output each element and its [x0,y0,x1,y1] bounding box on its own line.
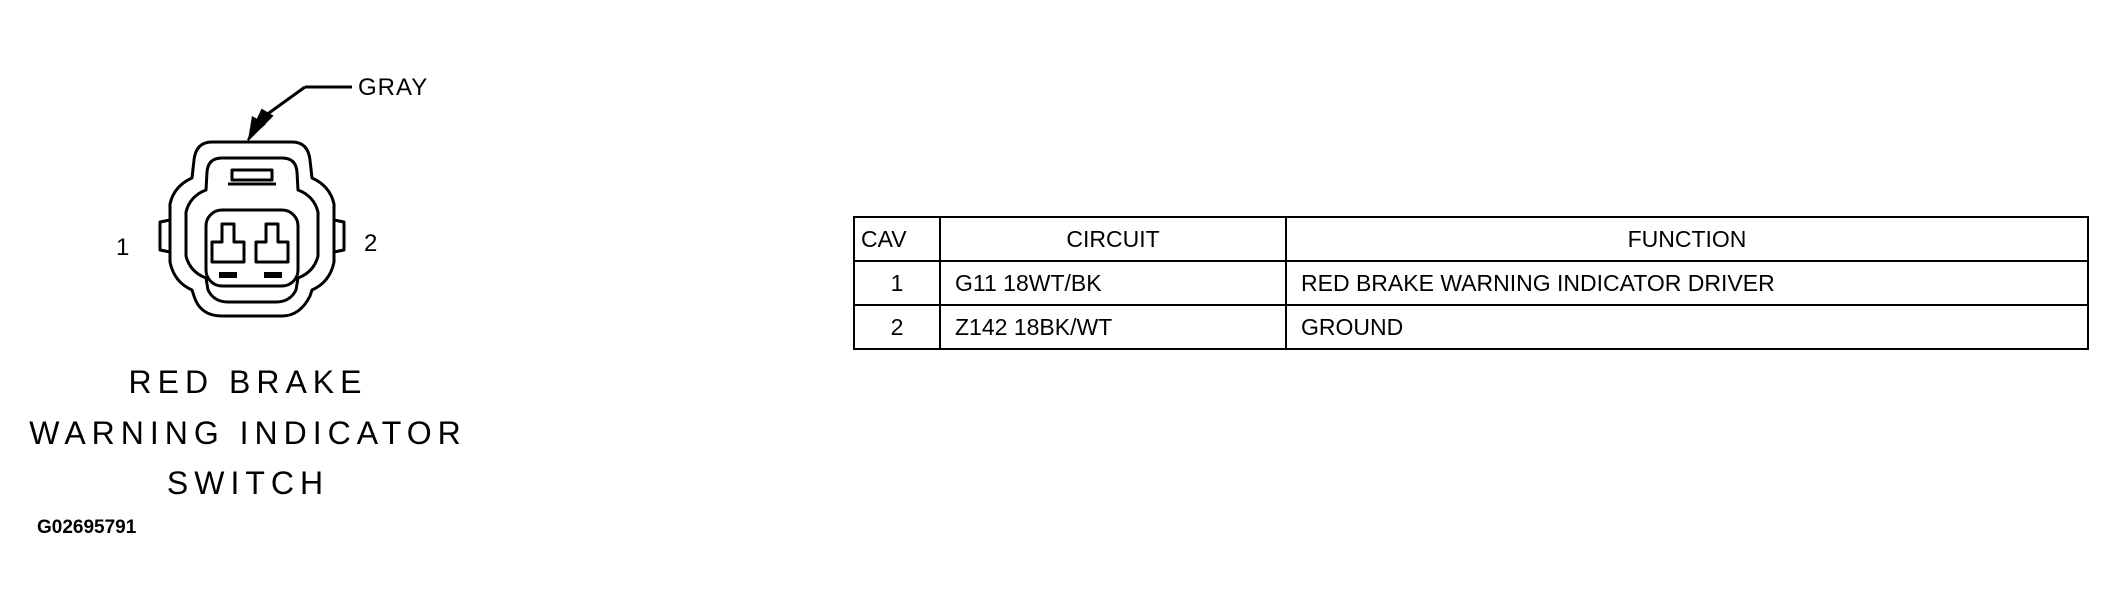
connector-latch [230,168,274,182]
cell-cav: 2 [853,304,941,350]
terminal-2 [254,222,290,264]
connector-title-line-2: WARNING INDICATOR [29,415,467,451]
header-circuit: CIRCUIT [939,216,1287,262]
pin-2-label: 2 [364,230,378,257]
pinout-table: CAV CIRCUIT FUNCTION 1 G11 18WT/BK RED B… [853,216,2089,350]
connector-housing-outer [168,140,336,318]
figure-id: G02695791 [37,517,137,538]
pin-1-label: 1 [116,234,130,261]
cell-function: GROUND [1285,304,2089,350]
cell-function: RED BRAKE WARNING INDICATOR DRIVER [1285,260,2089,306]
terminal-2-slot [264,272,282,278]
connector-title-line-1: RED BRAKE [128,364,368,400]
cell-circuit: Z142 18BK/WT [939,304,1287,350]
header-function: FUNCTION [1285,216,2089,262]
header-cav: CAV [853,216,941,262]
cavity-frame [204,208,300,288]
cell-cav: 1 [853,260,941,306]
terminal-1-slot [219,272,237,278]
connector-title-line-3: SWITCH [166,465,330,501]
side-latch-left [158,218,171,254]
connector-housing-inner [184,156,320,304]
table-row: 2 Z142 18BK/WT GROUND [853,304,2089,350]
cell-circuit: G11 18WT/BK [939,260,1287,306]
terminal-1 [210,222,246,264]
wire-color-label: GRAY [358,74,429,101]
side-latch-right [333,218,346,254]
color-leader-diagonal [261,85,306,120]
table-row: 1 G11 18WT/BK RED BRAKE WARNING INDICATO… [853,260,2089,306]
table-header-row: CAV CIRCUIT FUNCTION [853,216,2089,262]
